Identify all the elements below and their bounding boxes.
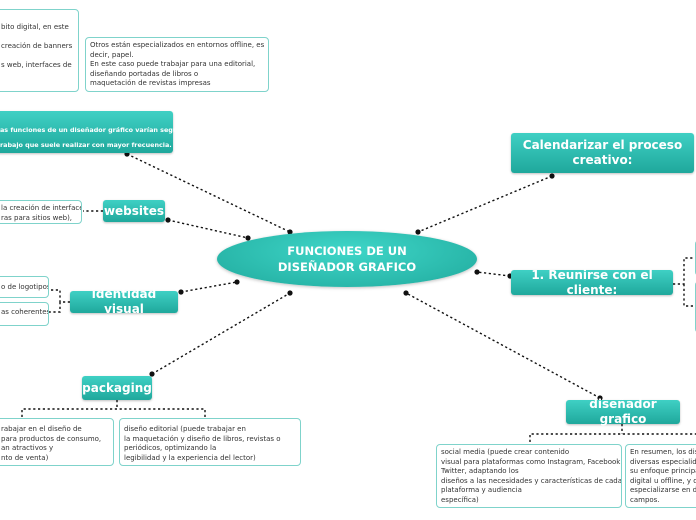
note-line: Twitter, adaptando los [441,467,519,476]
central-topic-line1: FUNCIONES DE UN [287,243,407,258]
note-line: diseños a las necesidades y característi… [441,476,622,485]
connector-dot [287,290,293,296]
connector-dot [597,395,603,401]
note-line: digital u offline, y de [630,476,696,485]
note-line: periódicos, optimizando la [124,444,217,453]
note-packaging: rabajar en el diseño de para productos d… [0,418,114,466]
topic-identidad-visual[interactable]: identidad visual [70,287,178,316]
connector-dot [234,279,240,285]
note-line [1,52,74,62]
note-line: rabajar en el diseño de [1,425,82,433]
note-line [1,33,74,43]
note-line: diversas especialid [630,457,696,466]
note-logotipos: o de logotipos [0,276,49,298]
note-offline: Otros están especializados en entornos o… [85,37,269,92]
note-websites: la creación de interfaces ras para sitio… [0,200,82,224]
note-line: la creación de interfaces [1,204,82,212]
note-editorial: diseño editorial (puede trabajar en la m… [119,418,301,466]
topic-intro-line2: rabajo que suele realizar con mayor frec… [0,141,172,149]
note-line: su enfoque principa [630,467,696,476]
note-line: o de logotipos [1,283,49,291]
note-line: la maquetación y diseño de libros, revis… [124,434,281,443]
note-line: decir, papel. [90,50,134,59]
connector-dot [403,290,409,296]
note-line: bito digital, en este [1,23,69,31]
connector-websites [167,219,249,239]
note-line: En resumen, los dise [630,448,696,456]
note-line: campos. [630,495,660,504]
connector-reunirse-notes [673,257,696,307]
note-line: creación de banners [1,42,73,51]
connector-dot [178,289,184,295]
connector-identidad-notes [49,289,70,313]
note-line: En este caso puede trabajar para una edi… [90,60,256,69]
topic-intro-line1: as funciones de un diseñador gráfico var… [0,126,191,134]
connector-identidad [180,281,238,293]
note-line: maquetación de revistas impresas [90,79,211,88]
note-digital: bito digital, en este creación de banner… [0,9,79,92]
note-line: ras para sitios web), [1,213,73,222]
connector-intro [126,153,291,233]
connector-dot [415,229,421,235]
topic-reunirse-cliente[interactable]: 1. Reunirse con el cliente: [511,268,673,297]
central-topic-line2: DISEÑADOR GRAFICO [277,260,417,274]
note-line: an atractivos y [1,444,54,453]
topic-packaging[interactable]: packaging [82,376,152,400]
connector-dot [549,173,555,179]
note-resumen: En resumen, los dise diversas especialid… [625,444,696,508]
note-line: social media (puede crear contenido [441,448,570,456]
note-line: diseñando portadas de libros o [90,69,199,78]
note-line: específica) [441,495,479,504]
note-line: as coherentes [1,308,49,316]
topic-calendarizar-line2: creativo: [572,153,633,167]
topic-calendarizar-line1: Calendarizar el proceso [522,138,683,152]
connector-disenador [405,292,601,399]
note-line: nto de venta) [1,453,49,462]
connector-calendarizar [417,175,553,233]
note-line: especializarse en di [630,486,696,495]
connector-reunirse [476,271,511,277]
note-line: para productos de consumo, [1,434,102,443]
note-line: Otros están especializados en entornos o… [90,41,265,49]
topic-intro[interactable]: as funciones de un diseñador gráfico var… [0,111,191,153]
central-topic[interactable]: FUNCIONES DE UN DISEÑADOR GRAFICO [217,231,477,287]
connector-disenador-notes [529,424,696,442]
topic-disenador-grafico[interactable]: diseñador grafico [566,397,680,426]
note-line: plataforma y audiencia [441,486,522,495]
note-social-media: social media (puede crear contenido visu… [436,444,622,508]
note-line: s web, interfaces de [1,61,72,70]
note-line: visual para plataformas como Instagram, … [441,457,622,466]
connector-dot [165,217,171,223]
note-line: diseño editorial (puede trabajar en [124,425,246,433]
topic-websites[interactable]: websites [103,200,165,222]
note-line: legibilidad y la experiencia del lector) [124,453,256,462]
note-coherentes: as coherentes [0,302,49,326]
topic-calendarizar[interactable]: Calendarizar el proceso creativo: [511,133,694,173]
connector-dot [474,269,480,275]
connector-packaging-notes [21,400,206,417]
connector-dot [149,371,155,377]
